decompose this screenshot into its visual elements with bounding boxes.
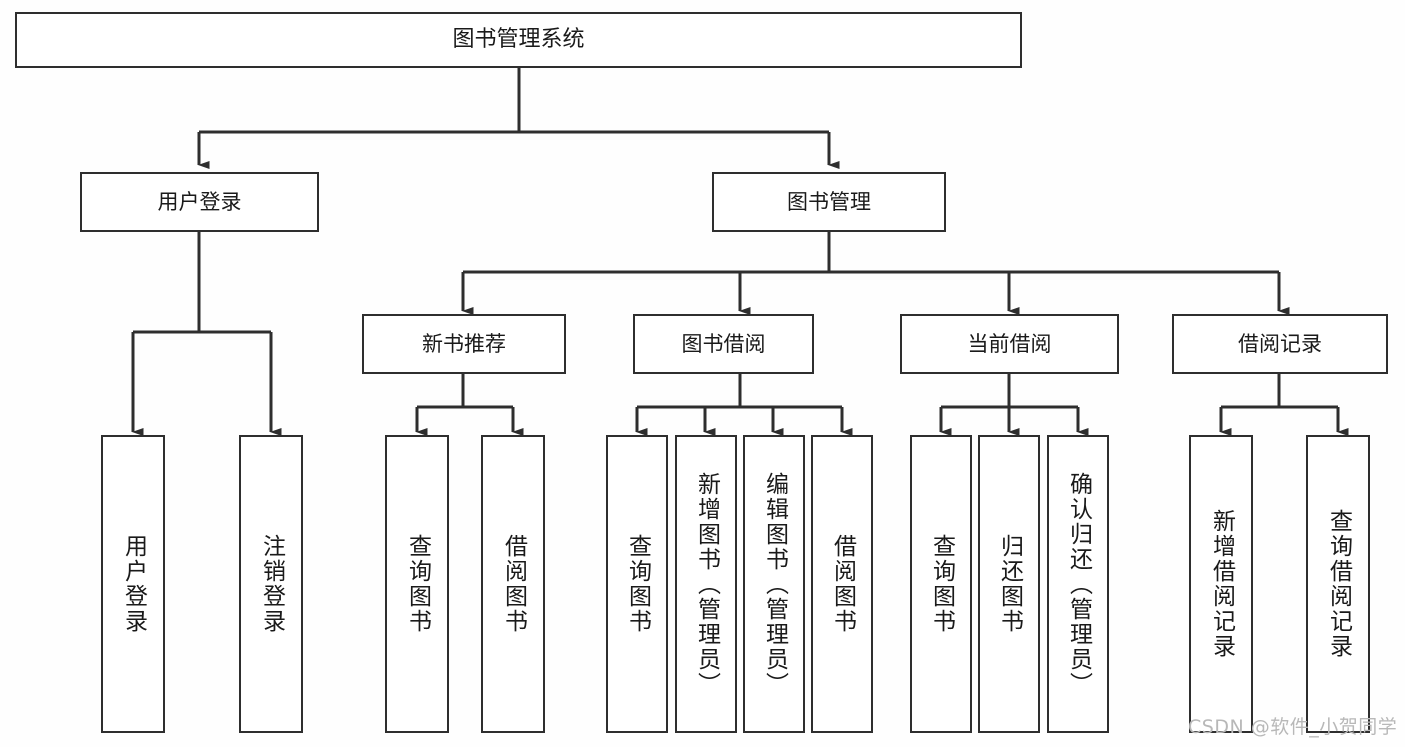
node-current-borrow-label: 当前借阅: [967, 331, 1052, 356]
leaf-record-query-record[interactable]: 查询借阅记录: [1306, 435, 1370, 733]
node-book-borrow[interactable]: 图书借阅: [633, 314, 814, 374]
leaf-record-add-record-label: 新增借阅记录: [1208, 509, 1235, 659]
leaf-record-add-record[interactable]: 新增借阅记录: [1189, 435, 1253, 733]
leaf-current-confirm-return-admin-label: 确认归还（管理员）: [1065, 471, 1092, 697]
node-root[interactable]: 图书管理系统: [15, 12, 1022, 68]
leaf-borrow-add-book-admin-label: 新增图书（管理员）: [693, 471, 720, 697]
leaf-current-confirm-return-admin[interactable]: 确认归还（管理员）: [1047, 435, 1109, 733]
node-current-borrow[interactable]: 当前借阅: [900, 314, 1119, 374]
leaf-borrow-query-book[interactable]: 查询图书: [606, 435, 668, 733]
node-book-borrow-label: 图书借阅: [681, 331, 766, 356]
node-borrow-record[interactable]: 借阅记录: [1172, 314, 1388, 374]
leaf-user-logout-label: 注销登录: [258, 534, 285, 634]
leaf-recommend-borrow-book-label: 借阅图书: [500, 534, 527, 634]
leaf-recommend-query-book-label: 查询图书: [404, 534, 431, 634]
node-user-login[interactable]: 用户登录: [80, 172, 319, 232]
leaf-user-login-1-label: 用户登录: [120, 534, 147, 634]
leaf-recommend-borrow-book[interactable]: 借阅图书: [481, 435, 545, 733]
leaf-user-login-1[interactable]: 用户登录: [101, 435, 165, 733]
leaf-borrow-edit-book-admin-label: 编辑图书（管理员）: [761, 471, 788, 697]
leaf-borrow-borrow-book-label: 借阅图书: [829, 534, 856, 634]
leaf-borrow-query-book-label: 查询图书: [624, 534, 651, 634]
leaf-current-query-book[interactable]: 查询图书: [910, 435, 972, 733]
leaf-current-return-book-label: 归还图书: [996, 534, 1023, 634]
node-new-book-recommend-label: 新书推荐: [422, 331, 506, 356]
leaf-user-logout[interactable]: 注销登录: [239, 435, 303, 733]
leaf-record-query-record-label: 查询借阅记录: [1325, 509, 1352, 659]
node-borrow-record-label: 借阅记录: [1238, 331, 1322, 356]
node-book-management[interactable]: 图书管理: [712, 172, 946, 232]
leaf-borrow-add-book-admin[interactable]: 新增图书（管理员）: [675, 435, 737, 733]
node-book-management-label: 图书管理: [787, 189, 871, 214]
leaf-recommend-query-book[interactable]: 查询图书: [385, 435, 449, 733]
node-root-label: 图书管理系统: [452, 27, 585, 53]
leaf-current-return-book[interactable]: 归还图书: [978, 435, 1040, 733]
node-new-book-recommend[interactable]: 新书推荐: [362, 314, 566, 374]
watermark: CSDN @软件_小贺同学: [1188, 716, 1398, 738]
node-user-login-label: 用户登录: [157, 189, 242, 214]
leaf-borrow-borrow-book[interactable]: 借阅图书: [811, 435, 873, 733]
leaf-borrow-edit-book-admin[interactable]: 编辑图书（管理员）: [743, 435, 805, 733]
leaf-current-query-book-label: 查询图书: [928, 534, 955, 634]
